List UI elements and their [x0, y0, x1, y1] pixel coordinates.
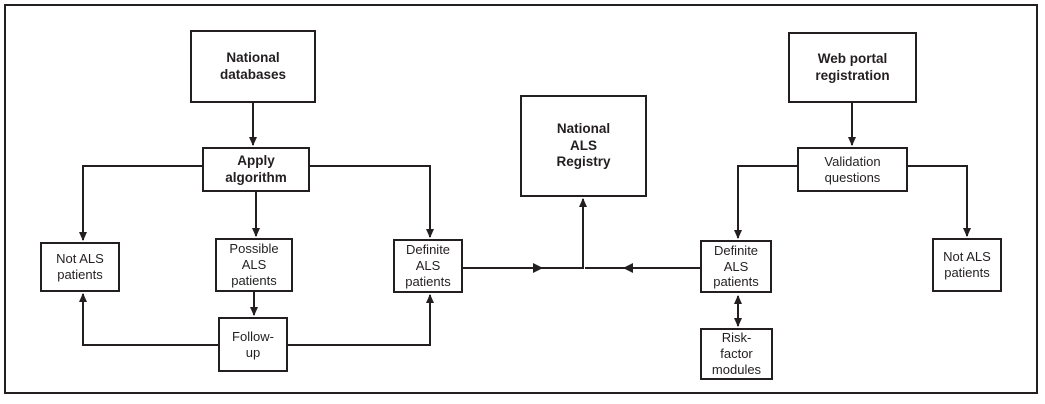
node-validation-questions: Validation questions [797, 147, 908, 192]
node-label: Definite ALS patients [713, 242, 759, 290]
node-label: Not ALS patients [943, 249, 991, 280]
node-definite-als-patients-left: Definite ALS patients [393, 239, 463, 293]
node-label: Apply algorithm [225, 153, 287, 185]
node-label: Web portal registration [815, 51, 890, 83]
node-follow-up: Follow- up [218, 317, 288, 372]
edge-apply-algorithm-to-definite-als-left [309, 165, 434, 238]
node-label: Possible ALS patients [229, 241, 279, 288]
edge-validation-questions-to-not-als-right [907, 165, 971, 237]
arrowhead-right-icon [533, 263, 543, 273]
node-label: National databases [219, 50, 287, 82]
node-definite-als-patients-right: Definite ALS patients [700, 240, 772, 293]
node-possible-als-patients: Possible ALS patients [215, 238, 293, 292]
node-national-als-registry: National ALS Registry [520, 95, 647, 197]
node-label: Risk- factor modules [711, 330, 762, 377]
node-web-portal-registration: Web portal registration [788, 32, 917, 103]
node-label: Follow- up [232, 328, 274, 360]
node-national-databases: National databases [190, 30, 316, 103]
node-apply-algorithm: Apply algorithm [202, 147, 310, 192]
node-label: Definite ALS patients [405, 242, 451, 289]
edge-follow-up-to-not-als-left [79, 293, 219, 346]
edge-follow-up-to-definite-als-left [287, 294, 434, 346]
node-not-als-patients-left: Not ALS patients [40, 242, 120, 292]
node-risk-factor-modules: Risk- factor modules [700, 328, 773, 380]
edge-apply-algorithm-to-not-als-left [79, 165, 203, 241]
node-label: Validation questions [824, 153, 881, 185]
edge-validation-questions-to-definite-als-right [734, 165, 798, 239]
arrowhead-left-icon [623, 263, 633, 273]
node-label: National ALS Registry [556, 121, 611, 170]
node-not-als-patients-right: Not ALS patients [932, 238, 1002, 292]
node-label: Not ALS patients [56, 251, 104, 282]
outer-border [4, 4, 1038, 394]
